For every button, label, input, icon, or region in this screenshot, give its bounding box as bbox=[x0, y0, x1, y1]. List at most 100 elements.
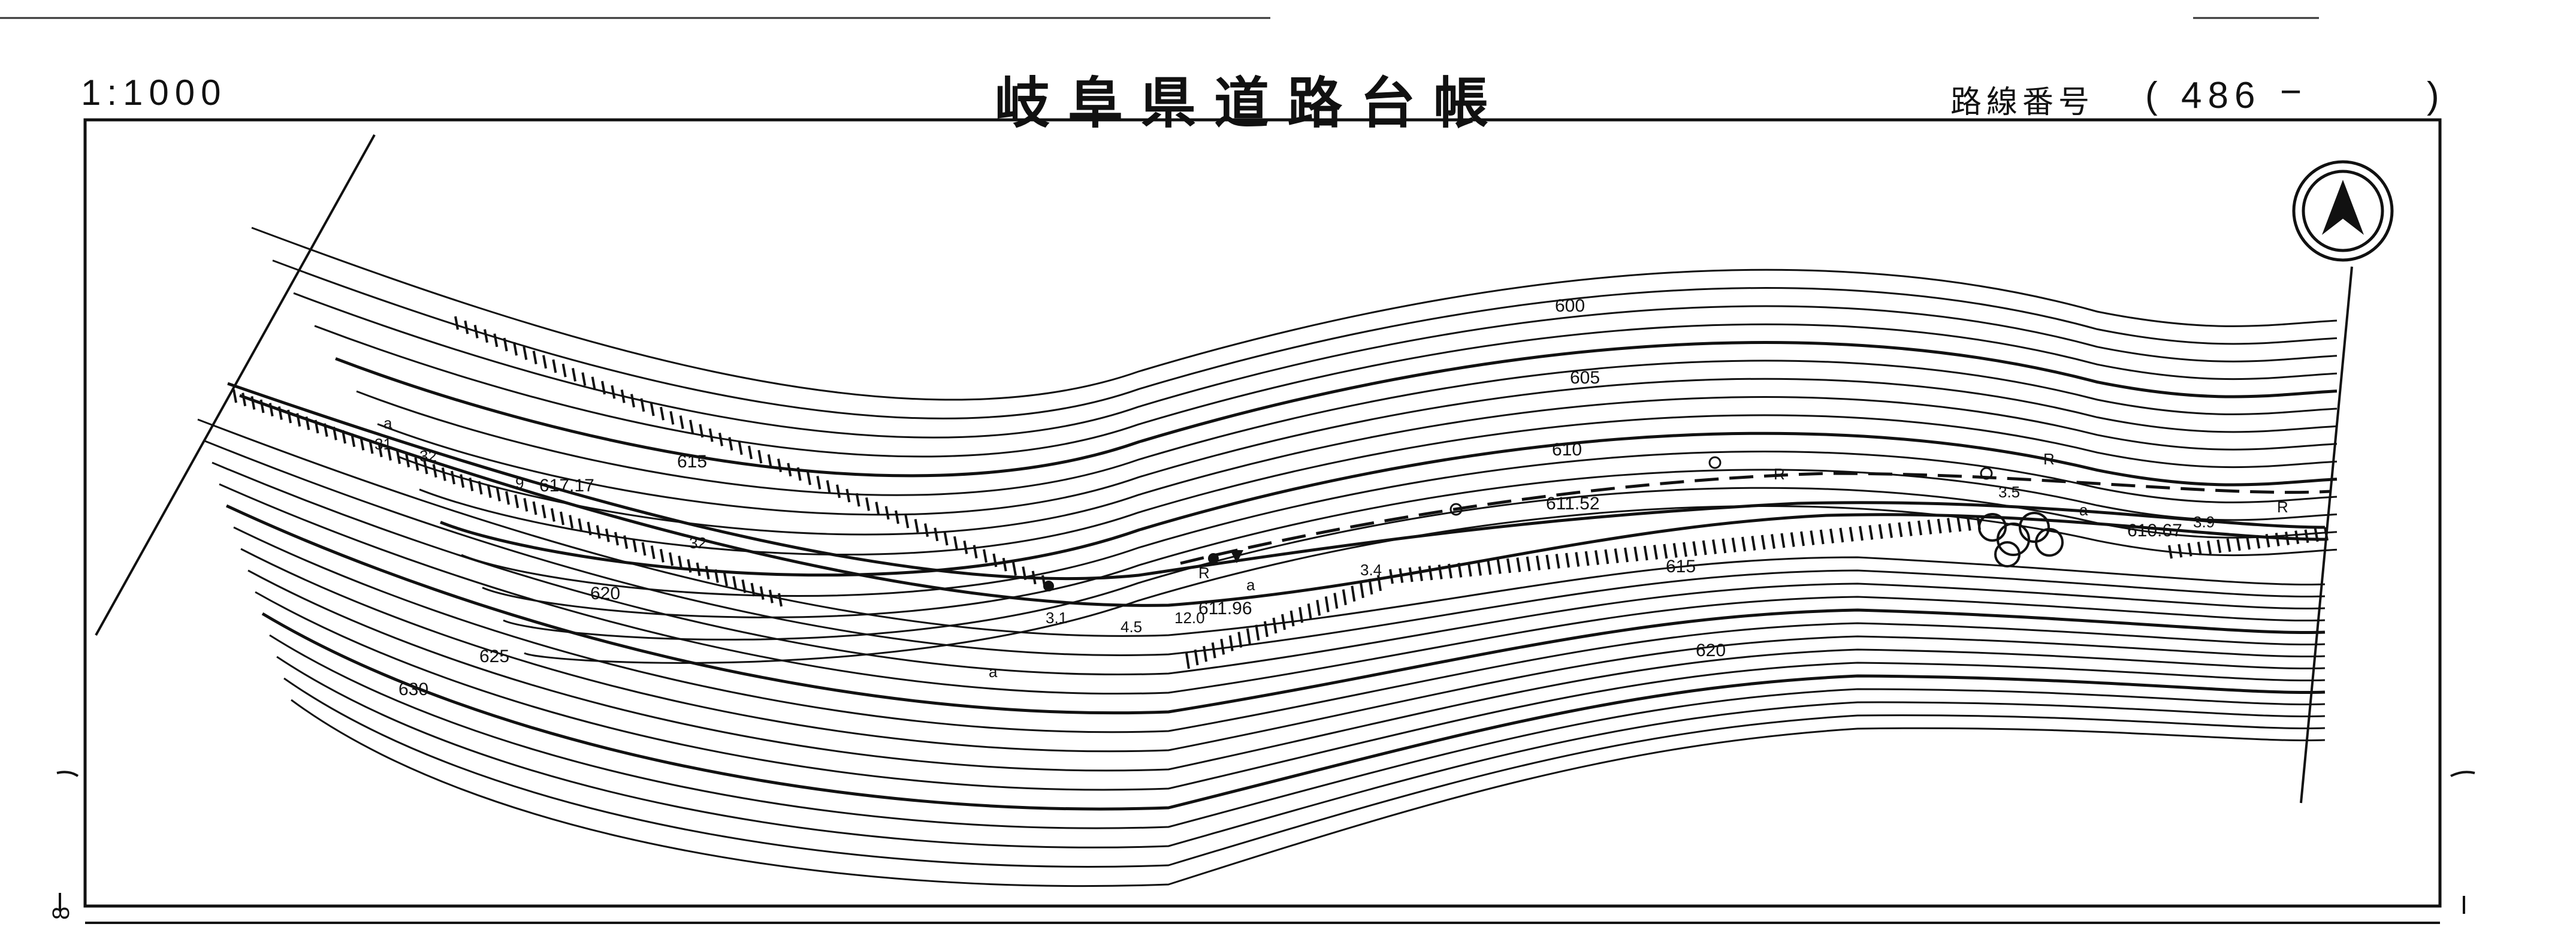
symbol-label: a bbox=[2079, 501, 2088, 519]
hatch-mark bbox=[748, 445, 753, 460]
hatch-mark bbox=[2168, 545, 2173, 559]
hatch-mark bbox=[351, 433, 356, 448]
hatch-mark bbox=[2285, 532, 2290, 545]
hatch-mark bbox=[1810, 530, 1815, 545]
contour-line-lower bbox=[291, 699, 2326, 887]
hatch-mark bbox=[1281, 614, 1286, 630]
hatch-mark bbox=[1496, 559, 1502, 574]
hatch-mark bbox=[650, 545, 656, 560]
contour-label: 611.96 bbox=[1198, 599, 1252, 618]
hatch-mark bbox=[1289, 610, 1295, 627]
dimension-label: 3.4 bbox=[1360, 561, 1382, 579]
hatch-mark bbox=[914, 519, 919, 533]
hatch-mark bbox=[1448, 563, 1452, 579]
hatch-mark bbox=[778, 593, 783, 607]
hatch-mark bbox=[1712, 539, 1717, 554]
hatch-mark bbox=[1526, 556, 1531, 572]
contour-line-lower bbox=[276, 656, 2326, 849]
symbol-label: R bbox=[1198, 564, 1210, 582]
contour-label: 630 bbox=[398, 680, 428, 699]
hatch-mark bbox=[741, 579, 747, 593]
hatch-mark bbox=[630, 394, 635, 407]
hatch-mark bbox=[2226, 538, 2231, 552]
hatch-mark bbox=[1683, 542, 1687, 557]
hatch-mark bbox=[953, 536, 958, 550]
hatch-mark bbox=[943, 532, 949, 546]
dimension-label: 31 bbox=[375, 435, 392, 453]
hatch-mark bbox=[513, 342, 518, 356]
contour-label: 620 bbox=[1696, 641, 1726, 660]
hatch-mark bbox=[1653, 545, 1658, 560]
hatch-mark bbox=[1351, 585, 1356, 602]
symbol-label: a bbox=[1246, 576, 1255, 594]
road-edges bbox=[227, 382, 2332, 607]
hatch-mark bbox=[1927, 520, 1932, 535]
hatch-mark bbox=[1966, 516, 1971, 531]
hatch-mark bbox=[478, 481, 483, 495]
hatch-mark bbox=[1031, 570, 1037, 585]
contour-line-upper bbox=[335, 341, 2338, 478]
hatch-mark bbox=[1022, 566, 1027, 580]
hatch-mark bbox=[342, 430, 346, 444]
hatch-mark bbox=[620, 390, 626, 403]
hatch-mark bbox=[1633, 547, 1639, 561]
hatch-mark bbox=[836, 484, 841, 499]
hatch-mark bbox=[505, 491, 510, 505]
hatch-mark bbox=[1408, 567, 1414, 582]
binding-mark-right bbox=[2450, 771, 2475, 777]
hatch-mark bbox=[1751, 536, 1756, 551]
hatch-mark bbox=[904, 514, 910, 529]
hatch-mark bbox=[1228, 635, 1234, 651]
hatch-mark bbox=[1536, 555, 1541, 570]
contour-line-lower bbox=[197, 418, 2326, 637]
route-number-dash: − bbox=[2280, 71, 2302, 113]
hatch-mark bbox=[757, 449, 763, 464]
hatch-mark bbox=[1594, 550, 1599, 565]
hatch-mark bbox=[1237, 632, 1243, 648]
contour-label: 600 bbox=[1555, 296, 1585, 316]
hatch-mark bbox=[1780, 533, 1786, 548]
hatch-mark bbox=[581, 372, 587, 386]
hatch-mark bbox=[884, 506, 890, 520]
hatch-mark bbox=[689, 419, 694, 434]
hatch-mark bbox=[1849, 527, 1854, 542]
route-number-value: 486 bbox=[2181, 75, 2261, 116]
hatch-mark bbox=[259, 399, 265, 413]
hatch-mark bbox=[623, 535, 629, 550]
hatch-mark bbox=[640, 398, 645, 412]
hatch-mark bbox=[807, 471, 811, 485]
dimension-label: 32 bbox=[419, 447, 437, 465]
hatch-mark bbox=[523, 497, 529, 512]
hatch-mark bbox=[1457, 563, 1463, 578]
contour-label: 615 bbox=[1666, 557, 1696, 576]
hatch-mark bbox=[1771, 534, 1775, 549]
hatch-mark bbox=[1888, 523, 1893, 538]
hatch-mark bbox=[1859, 526, 1864, 541]
hatch-mark bbox=[777, 458, 782, 472]
hatch-mark bbox=[641, 542, 647, 556]
hatch-mark bbox=[1389, 569, 1394, 584]
contour-label: 625 bbox=[479, 647, 509, 666]
hatch-mark bbox=[934, 527, 939, 542]
hatch-mark bbox=[496, 487, 501, 502]
hatch-mark bbox=[1263, 621, 1269, 638]
hatch-mark bbox=[277, 406, 283, 420]
hatch-mark bbox=[296, 413, 301, 427]
hatch-mark bbox=[1211, 642, 1216, 659]
contour-line-upper bbox=[251, 227, 2338, 401]
hatch-mark bbox=[973, 545, 978, 558]
hatch-mark bbox=[493, 333, 499, 348]
hatch-mark bbox=[2304, 529, 2309, 544]
hatch-mark bbox=[332, 426, 337, 440]
hatch-mark bbox=[2324, 527, 2329, 541]
hatch-mark bbox=[596, 525, 601, 539]
hatch-mark bbox=[1839, 527, 1844, 543]
hatch-mark bbox=[768, 589, 774, 603]
hatch-mark bbox=[992, 553, 998, 567]
contour-label: 605 bbox=[1570, 368, 1600, 388]
hatch-mark bbox=[514, 494, 520, 509]
hatch-mark bbox=[572, 368, 576, 382]
hatch-mark bbox=[1604, 549, 1609, 564]
hatch-mark bbox=[250, 395, 256, 410]
hatch-mark bbox=[1298, 606, 1304, 623]
